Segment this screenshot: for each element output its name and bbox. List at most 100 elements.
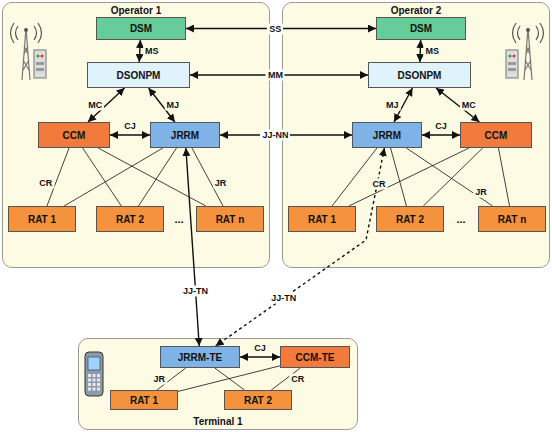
- rat-box: RAT 2: [224, 390, 292, 410]
- rat-box: RAT 2: [96, 206, 164, 232]
- antenna-tip: [24, 28, 28, 32]
- interface-label: MS: [143, 46, 161, 57]
- phone-key: [88, 383, 91, 386]
- connector: [436, 88, 479, 122]
- interface-label: MS: [424, 46, 442, 57]
- interface-label: CJ: [252, 343, 268, 354]
- rat-box: RAT 1: [288, 206, 356, 232]
- box-label: JRRM: [171, 130, 199, 141]
- connector: [110, 134, 150, 135]
- cabinet-slot: [36, 62, 44, 65]
- rat-box: RAT 1: [8, 206, 76, 232]
- dsonpm-box: DSONPM: [368, 62, 471, 88]
- rat-box: RAT n: [478, 206, 546, 232]
- phone-key: [93, 379, 96, 382]
- box-label: RAT 2: [116, 214, 144, 225]
- phone-key: [97, 388, 100, 391]
- connector: [178, 366, 280, 392]
- interface-label: JJ-TN: [269, 292, 298, 303]
- connector: [83, 148, 122, 206]
- cabinet-slot: [508, 68, 516, 71]
- box-label: JRRM-TE: [178, 352, 222, 363]
- connector: [349, 148, 469, 206]
- interface-label: MC: [460, 100, 478, 111]
- antenna-icon: [11, 23, 47, 80]
- connector: [149, 88, 175, 122]
- box-label: DSONPM: [117, 70, 161, 81]
- connector: [186, 148, 199, 346]
- group-panel: Terminal 1 JRRM-TE CCM-TE RAT 1 RAT 2: [78, 338, 358, 430]
- box-label: DSM: [130, 23, 152, 34]
- connector: [215, 368, 245, 390]
- phone-key: [88, 379, 91, 382]
- connector: [192, 148, 223, 206]
- interface-label: SS: [267, 23, 283, 34]
- connector: [406, 148, 492, 206]
- box-label: DSONPM: [398, 70, 442, 81]
- cabinet-led: [513, 55, 516, 58]
- connector: [220, 134, 352, 135]
- jrrm-te-box: JRRM-TE: [160, 346, 240, 368]
- illustrations: [11, 23, 544, 396]
- interface-label: MJ: [164, 100, 181, 111]
- box-label: RAT 2: [244, 395, 272, 406]
- cabinet-led: [41, 55, 44, 58]
- cabinet-led: [509, 55, 512, 58]
- jrrm-box: JRRM: [150, 122, 220, 148]
- ccm-box: CCM: [38, 122, 110, 148]
- box-label: JRRM: [373, 130, 401, 141]
- radio-waves: [513, 23, 544, 43]
- ellipsis-label: ...: [456, 213, 465, 225]
- rat-box: RAT 2: [376, 206, 444, 232]
- connector: [391, 148, 407, 206]
- group-panel: Operator 2DSMDSONPMJRRMCCMRAT 1RAT 2RAT …: [282, 2, 550, 268]
- box-label: RAT 1: [308, 214, 336, 225]
- phone-key: [97, 374, 100, 377]
- rat-box: RAT n: [196, 206, 264, 232]
- rat-box: RAT 1: [110, 390, 178, 410]
- connector: [190, 74, 368, 75]
- phone-key: [88, 388, 91, 391]
- ccm-te-box: CCM-TE: [280, 346, 350, 368]
- panel-heading: Terminal 1: [79, 416, 357, 427]
- interface-label: MC: [86, 100, 104, 111]
- cabinet-led: [37, 55, 40, 58]
- phone-keypad: [88, 374, 100, 391]
- box-label: DSM: [410, 23, 432, 34]
- interface-label: JJ-NN: [260, 130, 290, 141]
- connector: [139, 40, 140, 62]
- interface-label: CR: [37, 177, 54, 188]
- interface-label: JR: [152, 374, 168, 385]
- mobile-phone-icon: [85, 352, 103, 396]
- jrrm-box: JRRM: [352, 122, 422, 148]
- connector: [419, 40, 421, 62]
- connector: [240, 356, 280, 357]
- phone-key: [93, 374, 96, 377]
- connector: [271, 368, 300, 390]
- cabinet-slot: [36, 68, 44, 71]
- phone-body: [85, 352, 103, 396]
- phone-key: [93, 383, 96, 386]
- connector: [332, 148, 377, 206]
- phone-key: [97, 379, 100, 382]
- dsm-box: DSM: [376, 17, 466, 40]
- interface-label: CR: [370, 178, 387, 189]
- box-label: RAT n: [498, 214, 527, 225]
- interface-label: CR: [289, 374, 306, 385]
- ellipsis-label: ...: [174, 213, 183, 225]
- box-label: RAT 1: [130, 395, 158, 406]
- antenna-icon: [506, 23, 544, 80]
- phone-key: [97, 383, 100, 386]
- antenna-tip: [526, 28, 530, 32]
- connector: [422, 134, 460, 135]
- antenna-tower: [22, 28, 30, 80]
- connector: [186, 28, 376, 29]
- interface-label: JR: [213, 177, 229, 188]
- interface-label: CJ: [433, 121, 449, 132]
- interface-label: JR: [473, 186, 489, 197]
- base-station-cabinet: [34, 50, 46, 78]
- connector: [498, 148, 509, 206]
- connector: [98, 148, 206, 206]
- phone-key: [93, 388, 96, 391]
